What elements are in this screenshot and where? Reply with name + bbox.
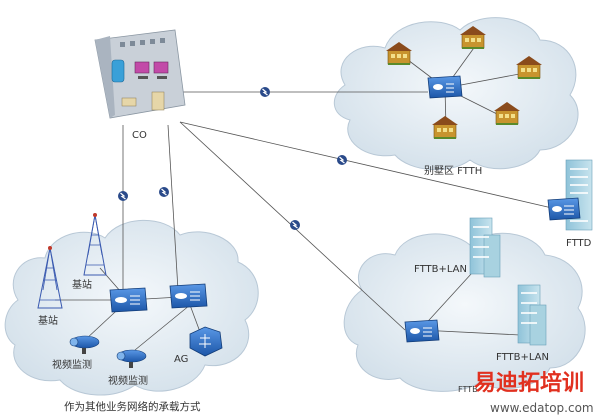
villa-ftth-label: 别墅区 FTTH (424, 165, 482, 177)
server-icon (151, 91, 165, 111)
link-marker-icon (259, 86, 271, 98)
link-marker-icon (289, 219, 301, 231)
fttd-building-icon (547, 159, 593, 231)
base-station-tower-icon (37, 246, 63, 309)
link-marker-icon (117, 190, 129, 202)
ag-gateway-device-icon (169, 283, 208, 309)
switch-device-icon (109, 287, 148, 313)
fttb-building-bottom-icon (517, 284, 547, 346)
video-camera-icon (69, 335, 100, 354)
video-monitor-label-2: 视频监测 (108, 374, 148, 387)
co-building-icon (94, 29, 186, 119)
computer-icon (153, 61, 169, 74)
link-marker-icon (336, 154, 348, 166)
link-marker-icon (158, 186, 170, 198)
base-station-label-1: 基站 (72, 278, 92, 291)
base-station-label-2: 基站 (38, 314, 58, 327)
fttb-building-top-icon (469, 217, 501, 278)
video-camera-icon (116, 349, 147, 368)
ag-router-icon (189, 326, 223, 357)
fttb-lan-top-label: FTTB+LAN (414, 264, 467, 275)
phone-icon (121, 97, 137, 107)
fttb-splitter-icon (404, 319, 440, 343)
co-label: CO (132, 130, 147, 141)
database-icon (111, 59, 125, 83)
fttb-lan-bottom-label: FTTB+LAN (496, 352, 549, 363)
ag-label: AG (174, 354, 188, 365)
video-monitor-label-1: 视频监测 (52, 358, 92, 371)
diagram-caption: 作为其他业务网络的承载方式 (64, 400, 201, 413)
fttd-label: FTTD (566, 238, 592, 249)
watermark-brand: 易迪拓培训 (474, 370, 584, 396)
base-station-tower-icon (83, 213, 107, 276)
optical-splitter-icon (427, 75, 463, 99)
computer-icon (134, 61, 150, 74)
fttb-label: FTTB (458, 385, 478, 394)
watermark-url: www.edatop.com (490, 401, 594, 415)
cloud-fttb (343, 232, 586, 392)
